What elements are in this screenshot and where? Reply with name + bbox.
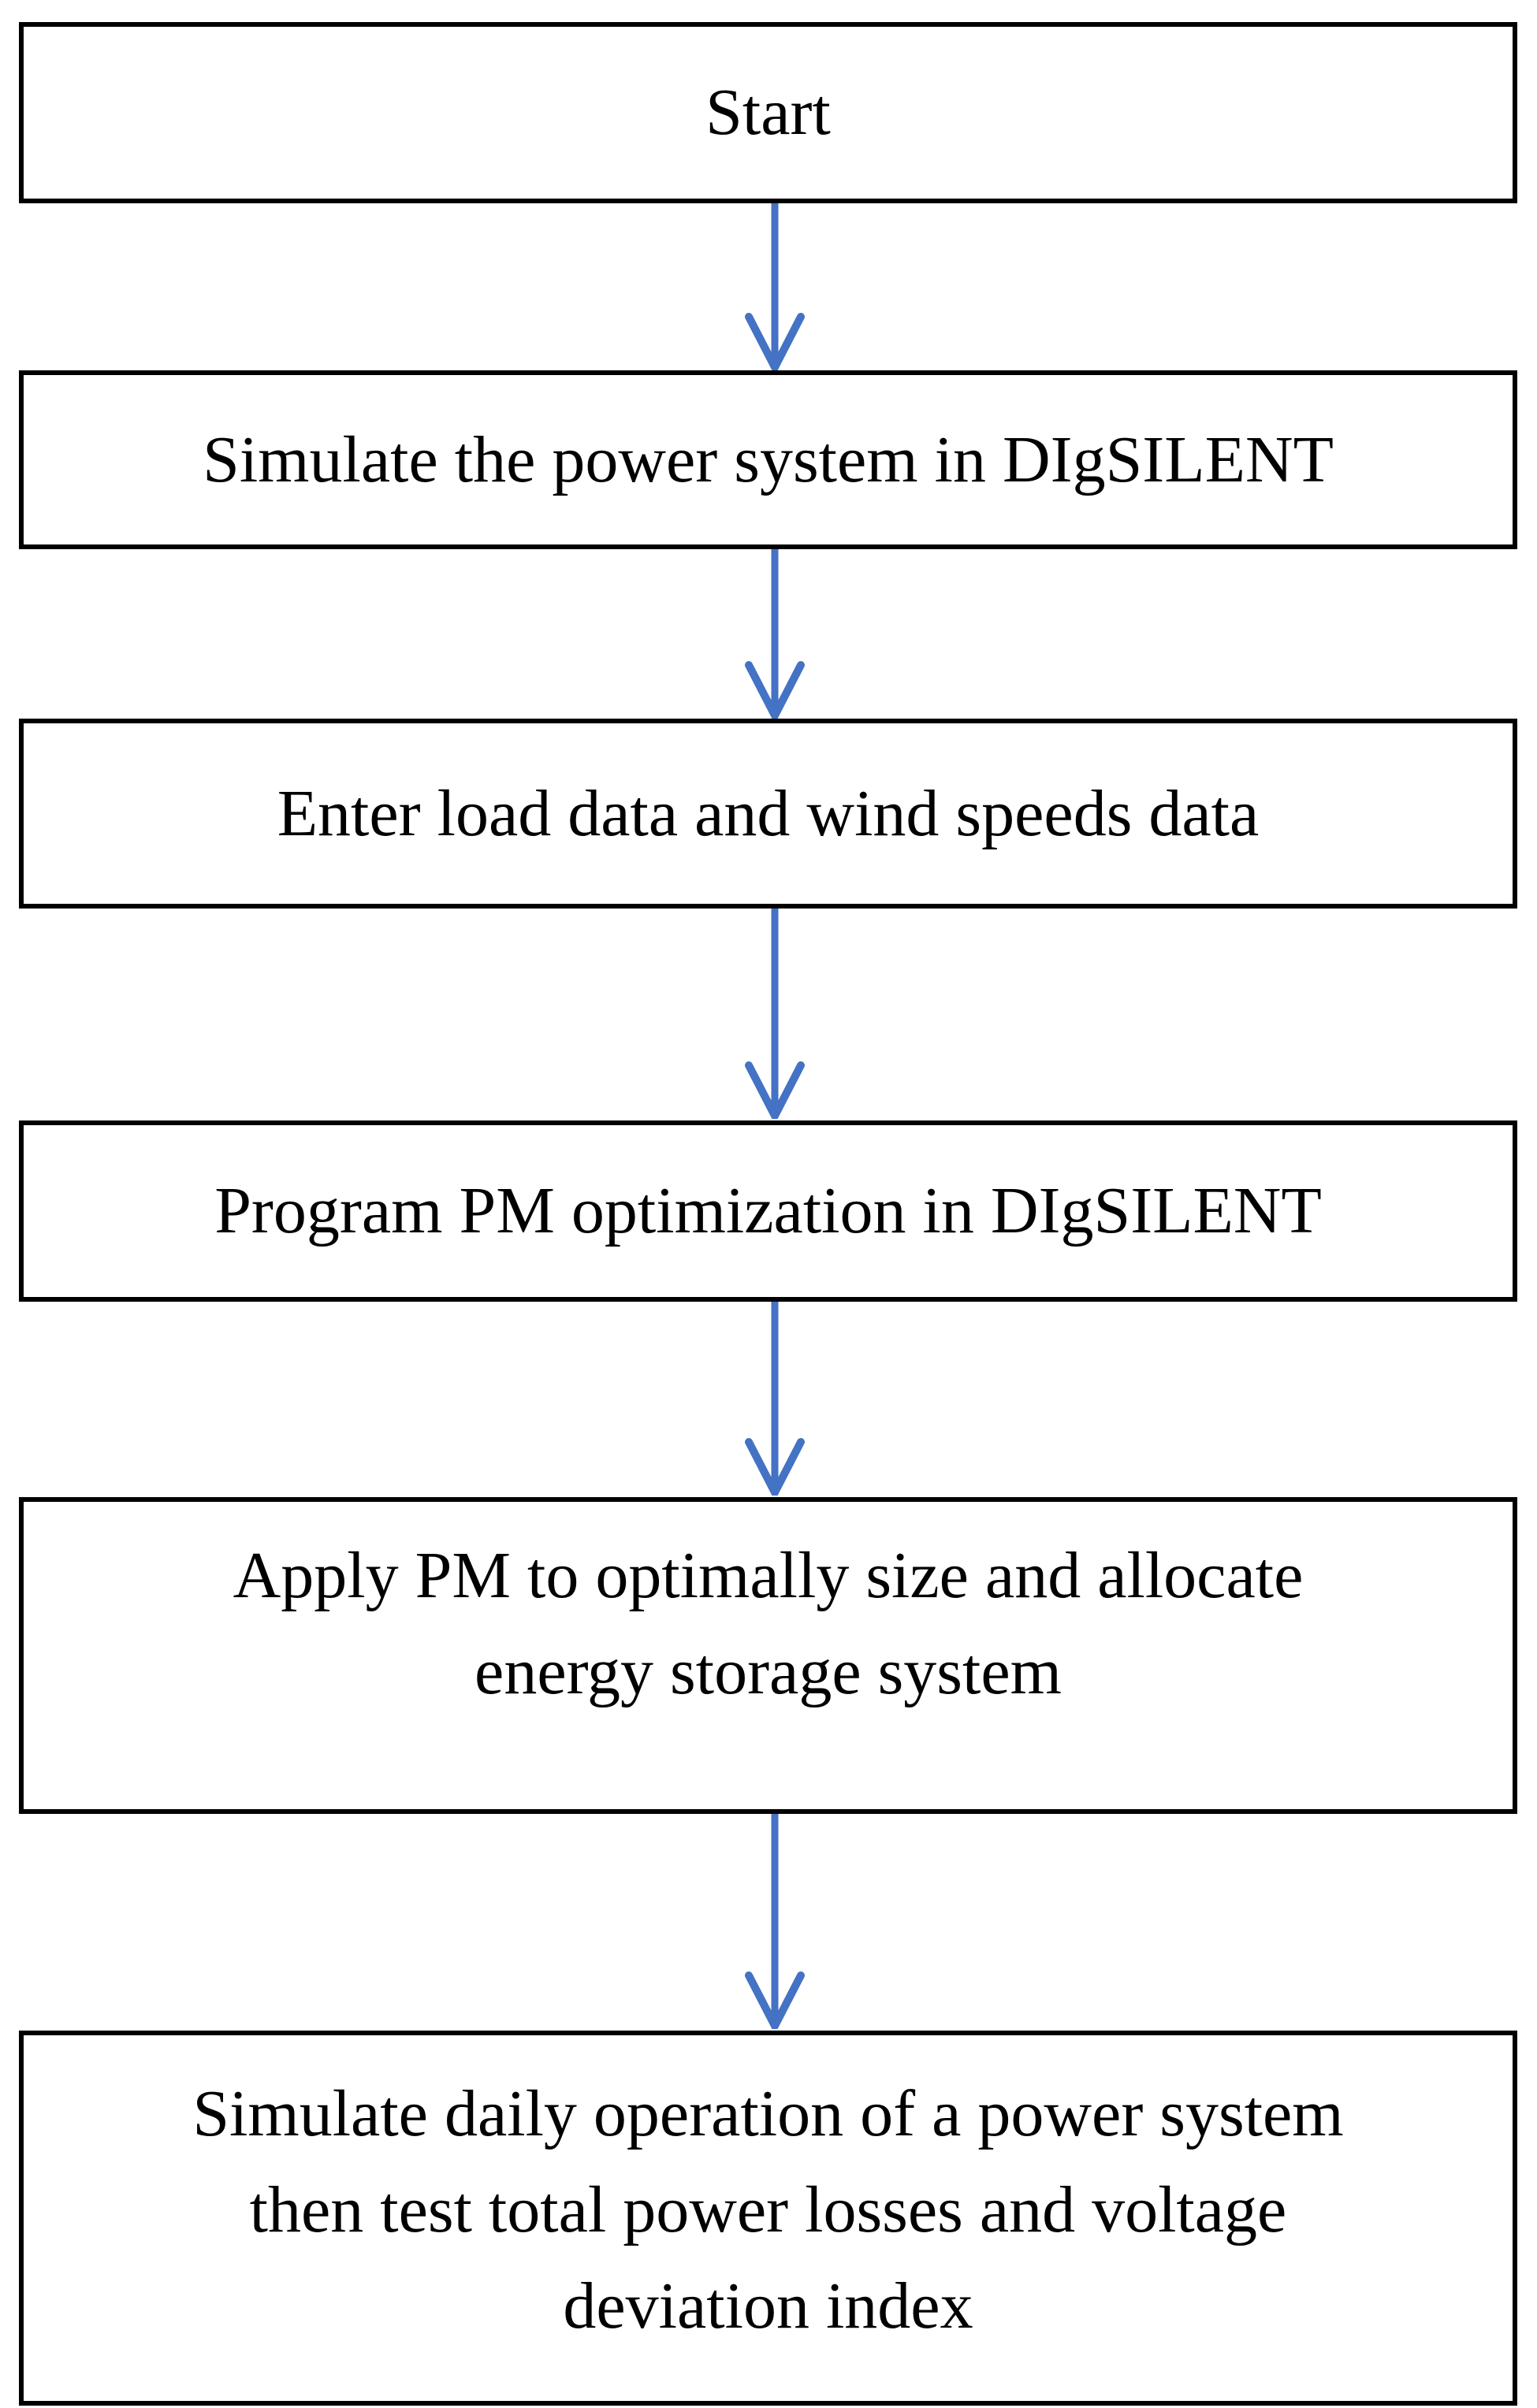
- flow-step-program-pm-optimization-label: Program PM optimization in DIgSILENT: [214, 1174, 1322, 1248]
- flow-step-program-pm-optimization: Program PM optimization in DIgSILENT: [19, 1120, 1517, 1302]
- flow-step-enter-load-wind-data-label: Enter load data and wind speeds data: [277, 776, 1260, 850]
- flow-step-apply-pm-size-allocate: Apply PM to optimally size and allocate …: [19, 1497, 1517, 1814]
- arrow-down-icon: [745, 1814, 805, 2029]
- flow-step-start-label: Start: [705, 76, 831, 150]
- flow-step-simulate-daily-operation: Simulate daily operation of a power syst…: [19, 2031, 1517, 2406]
- flow-step-simulate-daily-operation-label: Simulate daily operation of a power syst…: [192, 2077, 1344, 2343]
- flow-step-simulate-power-system: Simulate the power system in DIgSILENT: [19, 370, 1517, 549]
- arrow-down-icon: [745, 909, 805, 1119]
- flow-step-simulate-power-system-label: Simulate the power system in DIgSILENT: [203, 422, 1334, 496]
- flow-step-enter-load-wind-data: Enter load data and wind speeds data: [19, 719, 1517, 909]
- arrow-down-icon: [745, 203, 805, 370]
- flow-step-start: Start: [19, 22, 1517, 203]
- flow-step-apply-pm-size-allocate-label: Apply PM to optimally size and allocate …: [233, 1539, 1304, 1708]
- arrow-down-icon: [745, 549, 805, 719]
- arrow-down-icon: [745, 1302, 805, 1496]
